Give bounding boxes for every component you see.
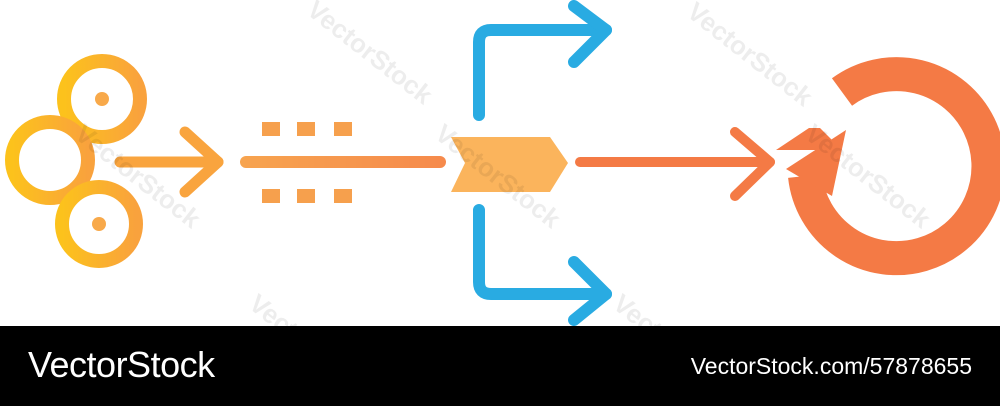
- arrow-right-icon: [575, 127, 775, 201]
- refresh-cycle-icon: [776, 57, 1000, 276]
- illustration-canvas: VectorStock VectorStock VectorStock Vect…: [5, 0, 1000, 326]
- branch-down-arrow-icon: [473, 204, 612, 326]
- dotted-arrow-icon: [240, 122, 446, 203]
- footer-bar: VectorStock VectorStock.com/57878655: [0, 326, 1000, 406]
- process-flow-diagram: [5, 0, 1000, 326]
- branch-up-arrow-icon: [473, 0, 612, 121]
- arrow-right-icon: [114, 126, 224, 198]
- gear-icon: [5, 54, 147, 268]
- image-credit: VectorStock.com/57878655: [690, 353, 972, 379]
- split-chevron-icon: [451, 137, 568, 192]
- brand-logo: VectorStock: [28, 344, 215, 385]
